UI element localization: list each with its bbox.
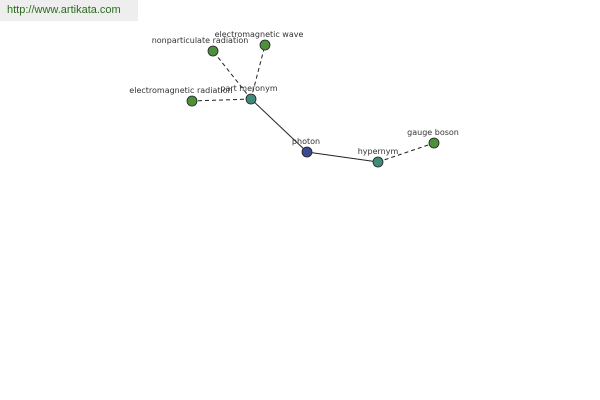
node-label-electromagnetic-radiation: electromagnetic radiation [129, 86, 232, 95]
nodes-layer [186, 39, 440, 168]
edge-photon-to-hypernym [306, 151, 379, 163]
site-url-link[interactable]: http://www.artikata.com [0, 0, 138, 21]
node-label-part-meronym: part meronym [220, 84, 277, 93]
node-label-electromagnetic-wave: electromagnetic wave [215, 30, 304, 39]
edge-hypernym-to-gauge-boson [377, 142, 435, 163]
node-label-photon: photon [292, 137, 320, 146]
node-label-hypernym: hypernym [358, 147, 399, 156]
node-electromagnetic-wave[interactable] [259, 39, 271, 51]
node-electromagnetic-radiation[interactable] [186, 95, 198, 107]
node-part-meronym[interactable] [245, 93, 257, 105]
edge-part-meronym-to-electromagnetic-radiation [191, 98, 252, 102]
labels-layer: photon part meronym hypernym electromagneti… [129, 30, 459, 156]
edge-part-meronym-to-electromagnetic-wave [250, 44, 266, 100]
node-nonparticulate-radiation[interactable] [207, 45, 219, 57]
node-hypernym[interactable] [372, 156, 384, 168]
edge-photon-to-part-meronym [250, 98, 308, 153]
node-gauge-boson[interactable] [428, 137, 440, 149]
node-label-gauge-boson: gauge boson [407, 128, 459, 137]
node-label-nonparticulate-radiation: nonparticulate radiation [152, 36, 249, 45]
edges-layer [191, 44, 435, 163]
edge-part-meronym-to-nonparticulate-radiation [212, 50, 252, 100]
node-photon[interactable] [301, 146, 313, 158]
